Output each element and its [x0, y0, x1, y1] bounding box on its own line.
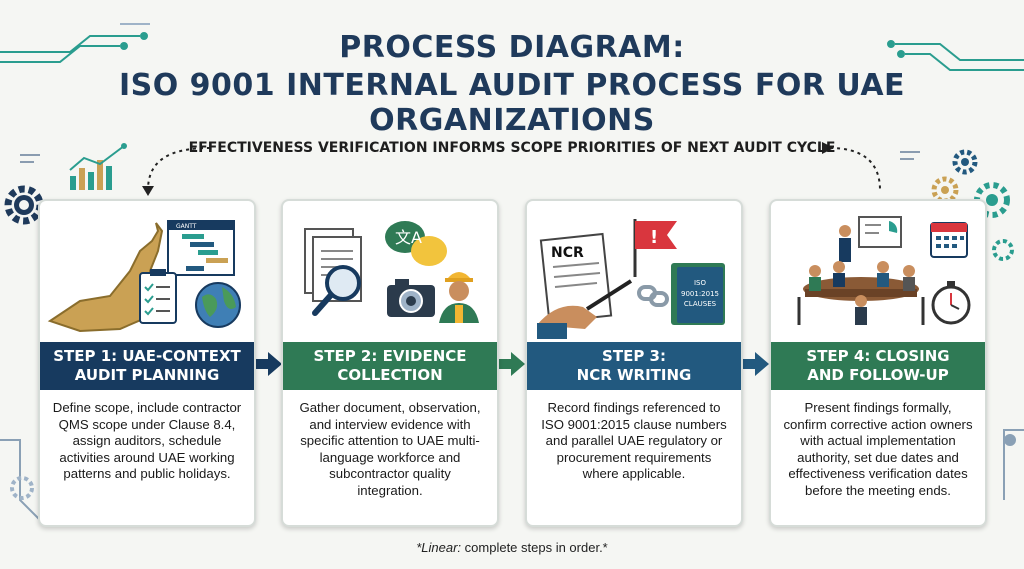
footnote-emphasis: *Linear: [416, 540, 462, 555]
step-card-3: NCR ! ISO 9001:2015 CLAUSES STEP 3: [525, 199, 743, 527]
translate-glyph: 文A [395, 228, 422, 247]
step-card-4: STEP 4: CLOSING AND FOLLOW-UP Present fi… [769, 199, 987, 527]
footnote-text: complete steps in order.* [461, 540, 608, 555]
gear-icon [4, 185, 44, 225]
feedback-loop-arrow [147, 147, 881, 191]
warning-flag-icon: ! [633, 219, 677, 277]
step-2-banner: STEP 2: EVIDENCE COLLECTION [283, 342, 497, 390]
calendar-icon [930, 222, 968, 258]
iso-book-icon: ISO 9001:2015 CLAUSES [671, 263, 725, 325]
presenter-board-icon [839, 216, 902, 262]
step-4-illustration [797, 216, 971, 325]
step-arrow [497, 352, 525, 376]
book-label-1: ISO [694, 279, 707, 287]
step-4-banner: STEP 4: CLOSING AND FOLLOW-UP [771, 342, 985, 390]
step-arrow [254, 352, 282, 376]
magnifier-icon [312, 265, 361, 316]
loop-arrowhead-right [822, 142, 834, 154]
title-line-2: ISO 9001 INTERNAL AUDIT PROCESS FOR UAE … [118, 68, 906, 138]
step-3-banner: STEP 3: NCR WRITING [527, 342, 741, 390]
step-1-title-line-1: STEP 1: UAE-CONTEXT [53, 347, 241, 365]
chain-link-icon [637, 285, 669, 307]
book-label-2: 9001:2015 [681, 290, 719, 298]
step-4-title-line-2: AND FOLLOW-UP [807, 366, 949, 384]
title-line-1: PROCESS DIAGRAM: [339, 30, 685, 65]
globe-icon [195, 282, 241, 328]
stopwatch-icon [931, 281, 971, 325]
gear-icon [992, 239, 1014, 261]
step-3-title-line-1: STEP 3: [602, 347, 666, 365]
uae-map-icon [47, 222, 164, 333]
checklist-clipboard-icon [139, 269, 177, 324]
step-3-description: Record findings referenced to ISO 9001:2… [541, 400, 727, 481]
gantt-label: GANTT [176, 223, 197, 230]
step-3-illustration: NCR ! ISO 9001:2015 CLAUSES [537, 219, 725, 339]
book-label-3: CLAUSES [684, 300, 717, 308]
bar-chart-icon [20, 143, 127, 190]
step-2-description: Gather document, observation, and interv… [299, 400, 481, 498]
circuit-lines-bottom-right [1003, 429, 1024, 500]
step-1-illustration: GANTT [47, 220, 241, 333]
worker-icon [439, 272, 479, 323]
step-card-1: GANTT STEP 1: UAE-CONTEXT AUDIT PLANNING… [38, 199, 256, 527]
circuit-lines-top-left [0, 23, 150, 63]
step-arrow [741, 352, 769, 376]
step-2-illustration: 文A [304, 221, 479, 323]
step-2-title-line-2: COLLECTION [337, 366, 443, 384]
meeting-table-icon [797, 261, 925, 325]
gear-icon [952, 149, 978, 175]
gear-icon [931, 176, 959, 204]
step-1-description: Define scope, include contractor QMS sco… [52, 400, 242, 481]
feedback-loop-text: EFFECTIVENESS VERIFICATION INFORMS SCOPE… [188, 140, 836, 156]
loop-arrowhead-left [142, 186, 154, 196]
svg-text:!: ! [650, 227, 658, 248]
translate-bubbles-icon: 文A [385, 221, 447, 266]
step-2-title-line-1: STEP 2: EVIDENCE [313, 347, 467, 365]
ncr-form-icon: NCR [539, 232, 613, 324]
circuit-lines-top-right [887, 40, 1024, 71]
step-4-title-line-1: STEP 4: CLOSING [806, 347, 950, 365]
step-card-2: 文A STEP 2: EVIDENCE COLLECTION Gather do… [281, 199, 499, 527]
step-1-title-line-2: AUDIT PLANNING [74, 366, 220, 384]
pen-hand-icon [537, 279, 633, 339]
step-4-description: Present findings formally, confirm corre… [783, 400, 973, 498]
step-1-banner: STEP 1: UAE-CONTEXT AUDIT PLANNING [40, 342, 254, 390]
footnote: *Linear: complete steps in order.* [0, 540, 1024, 555]
circuit-lines-bottom-left [0, 439, 41, 521]
step-3-title-line-2: NCR WRITING [576, 366, 692, 384]
ncr-label: NCR [551, 245, 584, 261]
gantt-chart-icon: GANTT [167, 220, 235, 276]
camera-icon [387, 279, 435, 317]
